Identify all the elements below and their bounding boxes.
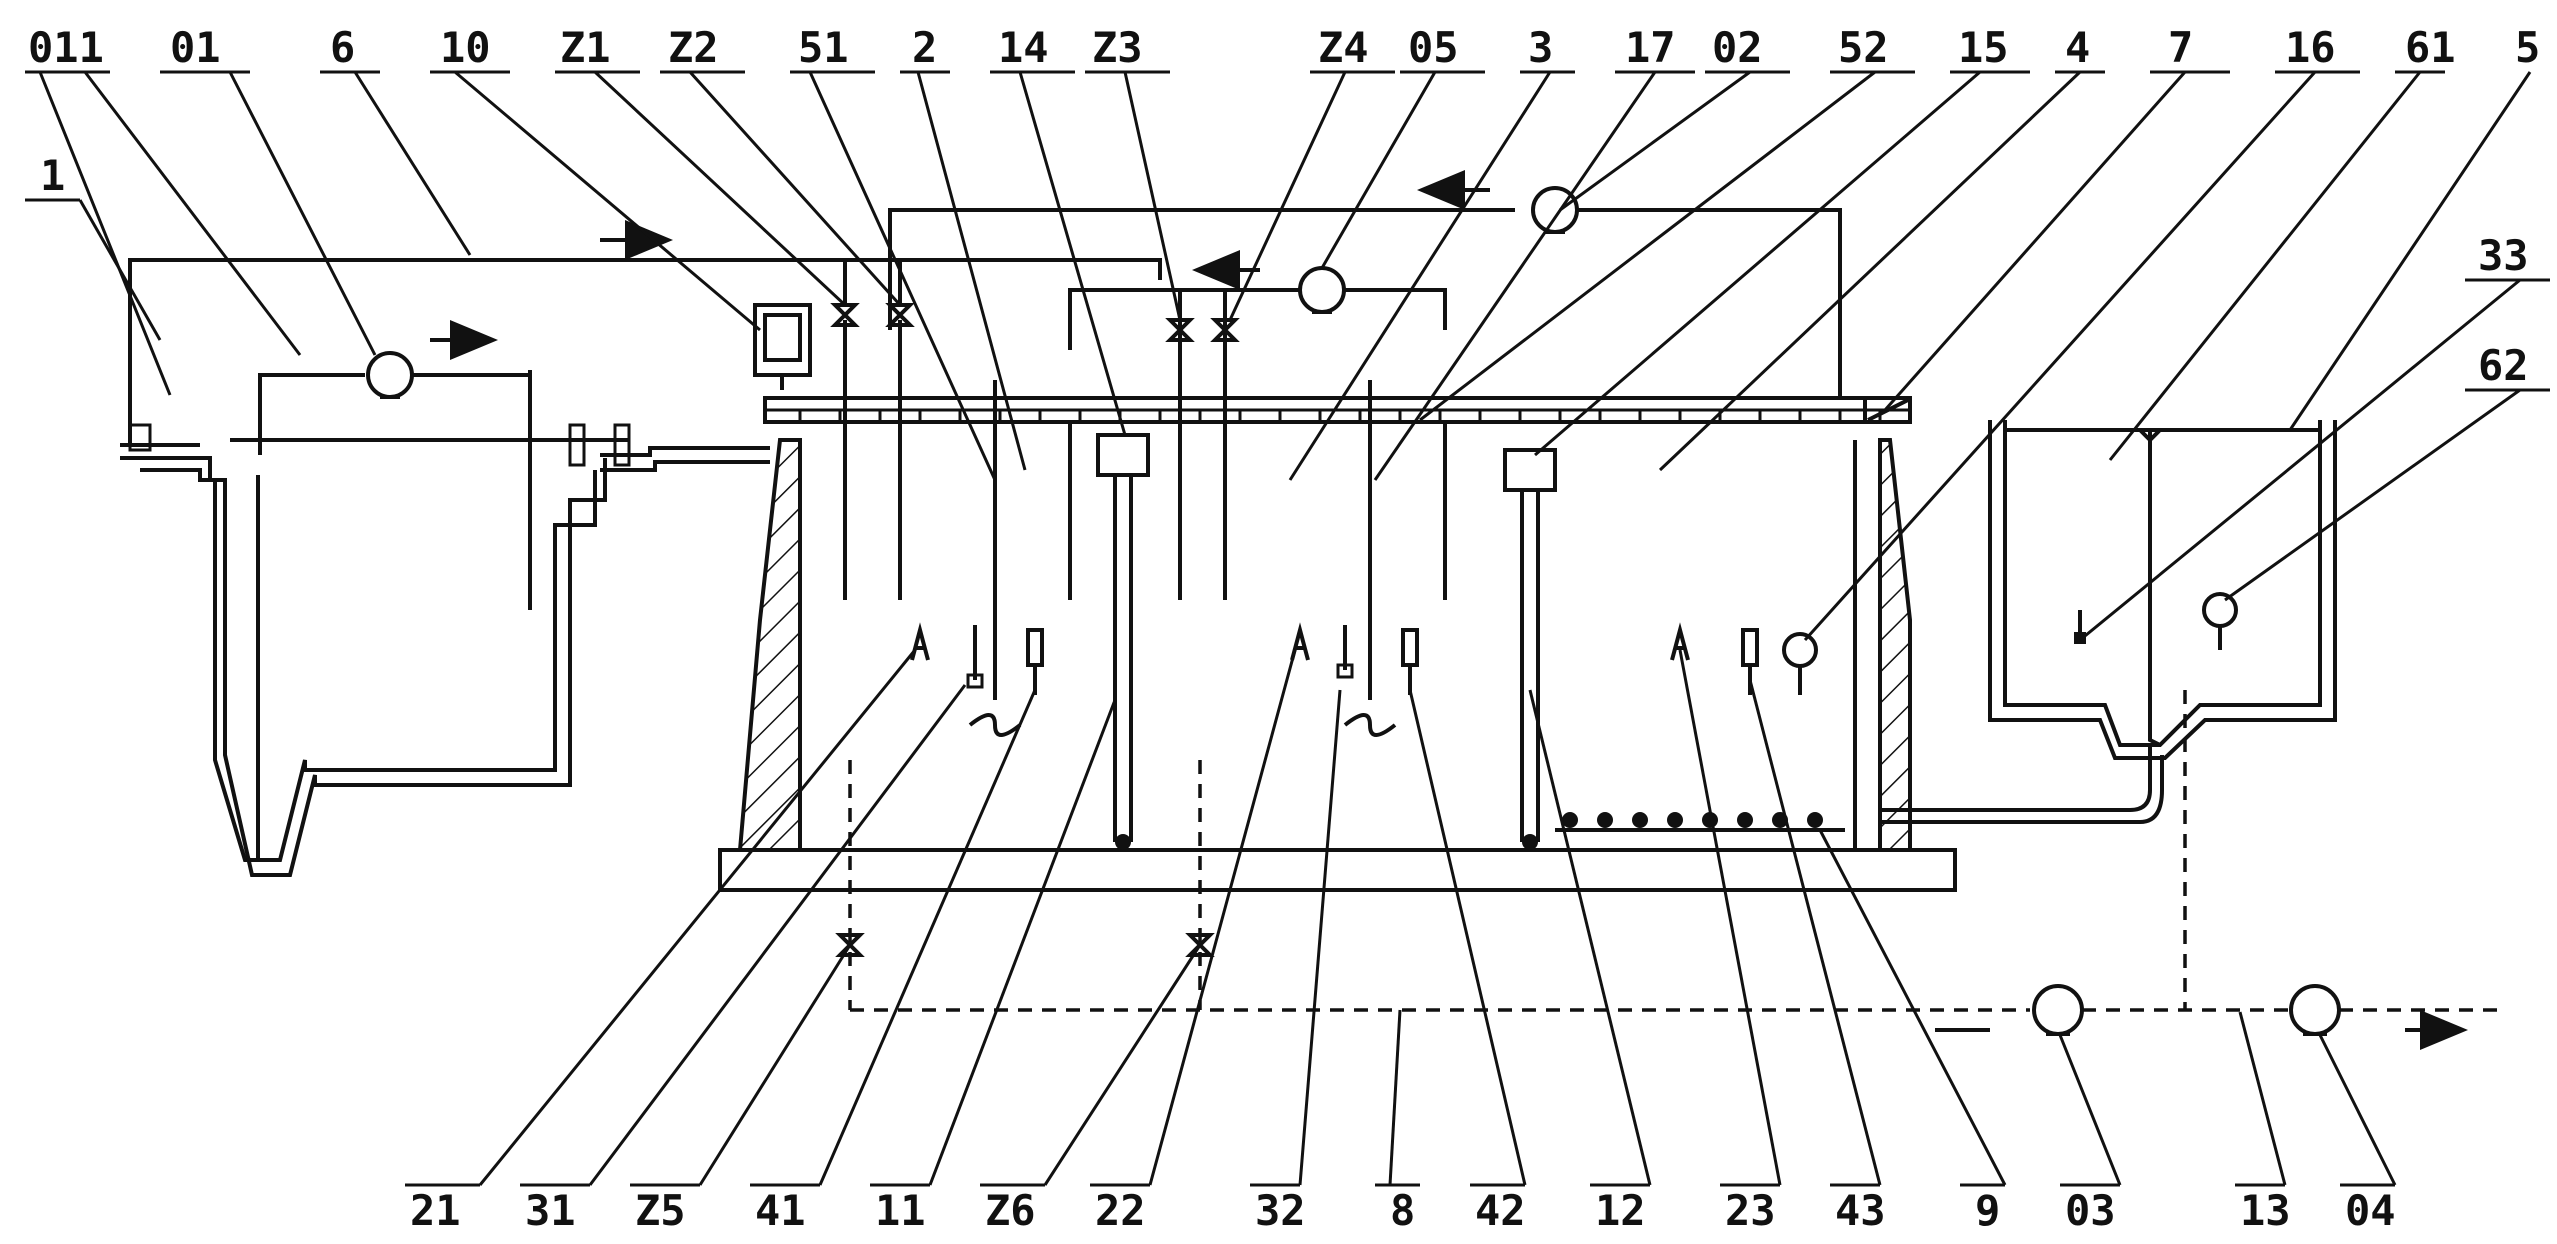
label-51: 51: [798, 23, 849, 72]
label-5: 5: [2515, 23, 2540, 72]
label-14: 14: [998, 23, 1049, 72]
label-6: 6: [330, 23, 355, 72]
label-11: 11: [875, 1186, 926, 1235]
partition-12: [1503, 448, 1557, 850]
label-13: 13: [2240, 1186, 2291, 1235]
label-17: 17: [1625, 23, 1676, 72]
label-32: 32: [1255, 1186, 1306, 1235]
label-z2: Z2: [668, 23, 719, 72]
top-labels: 011 01 6 10 Z1 Z2 51 2 14 Z3 Z4 05 3 17 …: [28, 23, 2540, 390]
label-7: 7: [2168, 23, 2193, 72]
label-52: 52: [1838, 23, 1889, 72]
label-2: 2: [912, 23, 937, 72]
label-z6: Z6: [985, 1186, 1036, 1235]
label-01: 01: [170, 23, 221, 72]
label-8: 8: [1390, 1186, 1415, 1235]
label-61: 61: [2405, 23, 2456, 72]
label-16: 16: [2285, 23, 2336, 72]
tank-1: [120, 320, 631, 877]
main-tank: [718, 260, 1957, 1010]
control-box-10: [753, 303, 812, 390]
label-04: 04: [2345, 1186, 2396, 1235]
label-62: 62: [2478, 341, 2529, 390]
label-23: 23: [1725, 1186, 1776, 1235]
label-43: 43: [1835, 1186, 1886, 1235]
label-33: 33: [2478, 231, 2529, 280]
label-z5: Z5: [635, 1186, 686, 1235]
label-3: 3: [1528, 23, 1553, 72]
label-41: 41: [755, 1186, 806, 1235]
tank-5: [1880, 420, 2337, 824]
label-22: 22: [1095, 1186, 1146, 1235]
label-4: 4: [2065, 23, 2090, 72]
label-12: 12: [1595, 1186, 1646, 1235]
label-z4: Z4: [1318, 23, 1369, 72]
label-15: 15: [1958, 23, 2009, 72]
label-1: 1: [40, 151, 65, 200]
label-02: 02: [1712, 23, 1763, 72]
label-9: 9: [1975, 1186, 2000, 1235]
label-z3: Z3: [1092, 23, 1143, 72]
label-z1: Z1: [560, 23, 611, 72]
partition-11: [1096, 433, 1150, 850]
bottom-labels: 21 31 Z5 41 11 Z6 22 32 8 42 12 23 43 9 …: [410, 1186, 2396, 1235]
label-21: 21: [410, 1186, 461, 1235]
label-10: 10: [440, 23, 491, 72]
label-31: 31: [525, 1186, 576, 1235]
label-42: 42: [1475, 1186, 1526, 1235]
label-03: 03: [2065, 1186, 2116, 1235]
label-011: 011: [28, 23, 104, 72]
label-05: 05: [1408, 23, 1459, 72]
